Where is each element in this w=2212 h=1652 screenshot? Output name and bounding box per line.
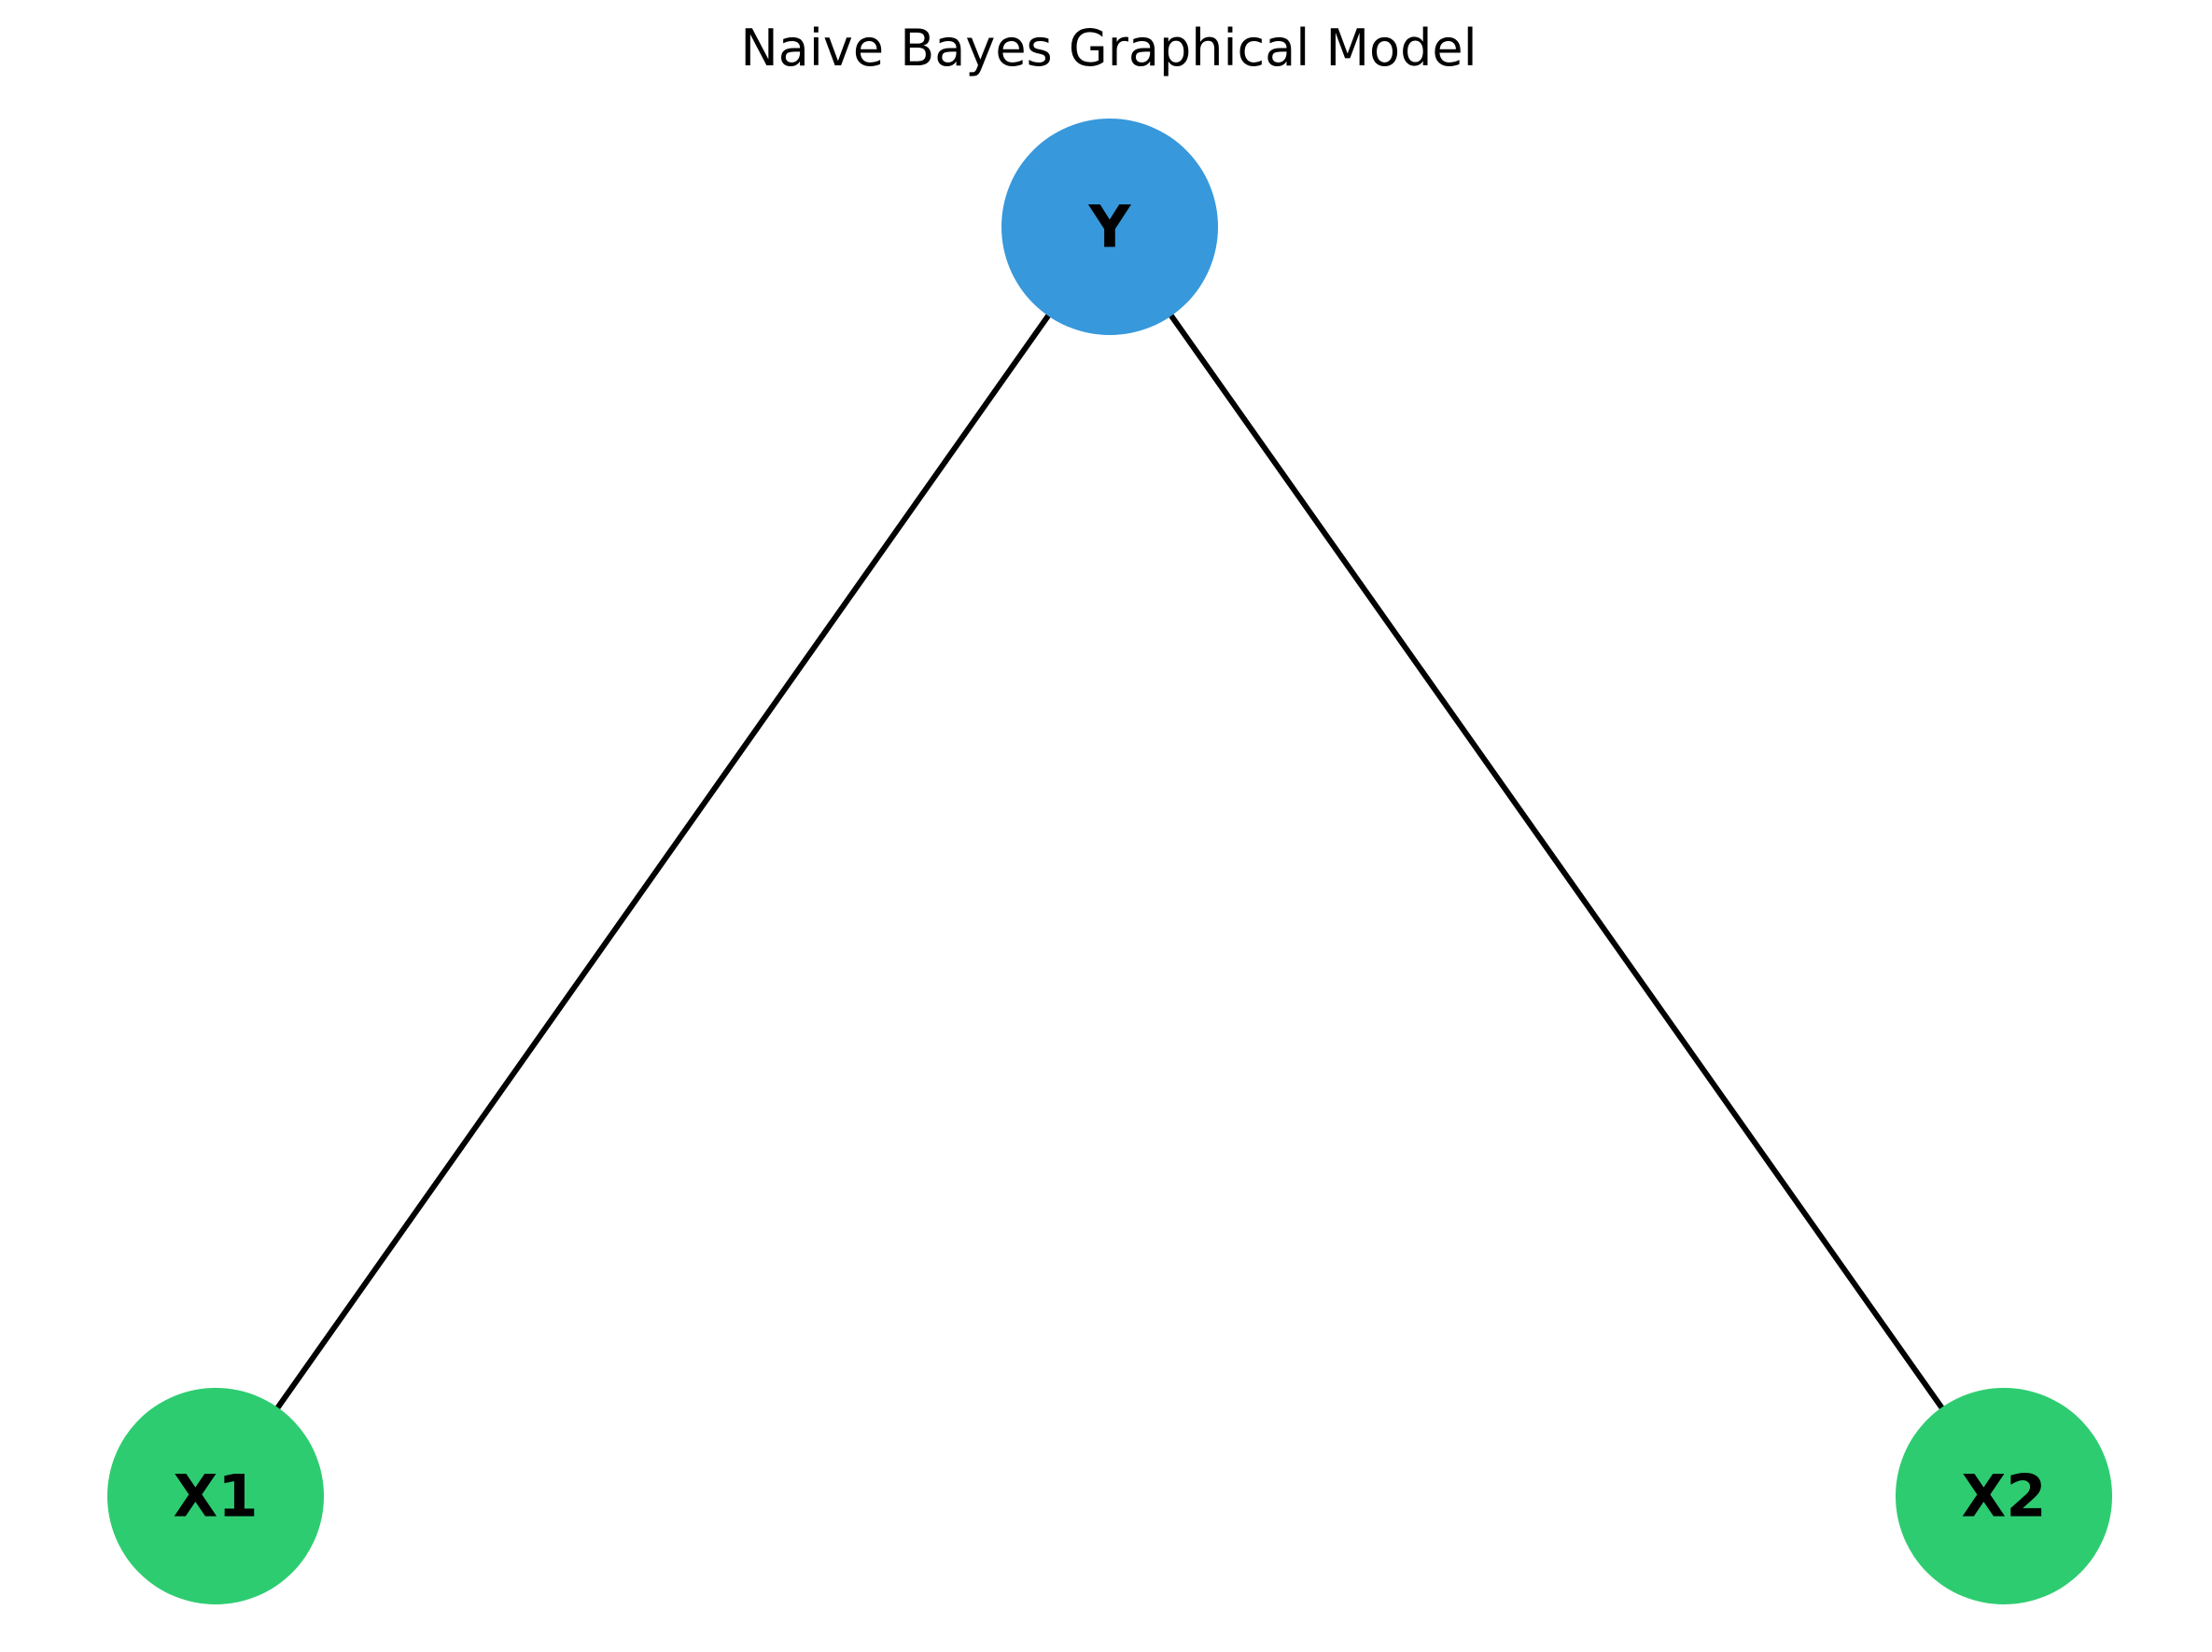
diagram-title: Naive Bayes Graphical Model — [740, 19, 1477, 77]
edges-layer — [274, 313, 1945, 1410]
node-y: Y — [1001, 119, 1218, 335]
node-x2-label: X2 — [1962, 1463, 2047, 1531]
node-x1-label: X1 — [174, 1463, 259, 1531]
node-y-circle — [1001, 119, 1218, 335]
nodes-layer: Y X1 X2 — [107, 119, 2112, 1604]
edge-y-x2 — [1168, 313, 1945, 1410]
node-x2-circle — [1896, 1388, 2112, 1604]
node-x2: X2 — [1896, 1388, 2112, 1604]
node-x1: X1 — [107, 1388, 324, 1604]
node-y-label: Y — [1088, 193, 1132, 261]
node-x1-circle — [107, 1388, 324, 1604]
edge-y-x1 — [274, 313, 1052, 1410]
